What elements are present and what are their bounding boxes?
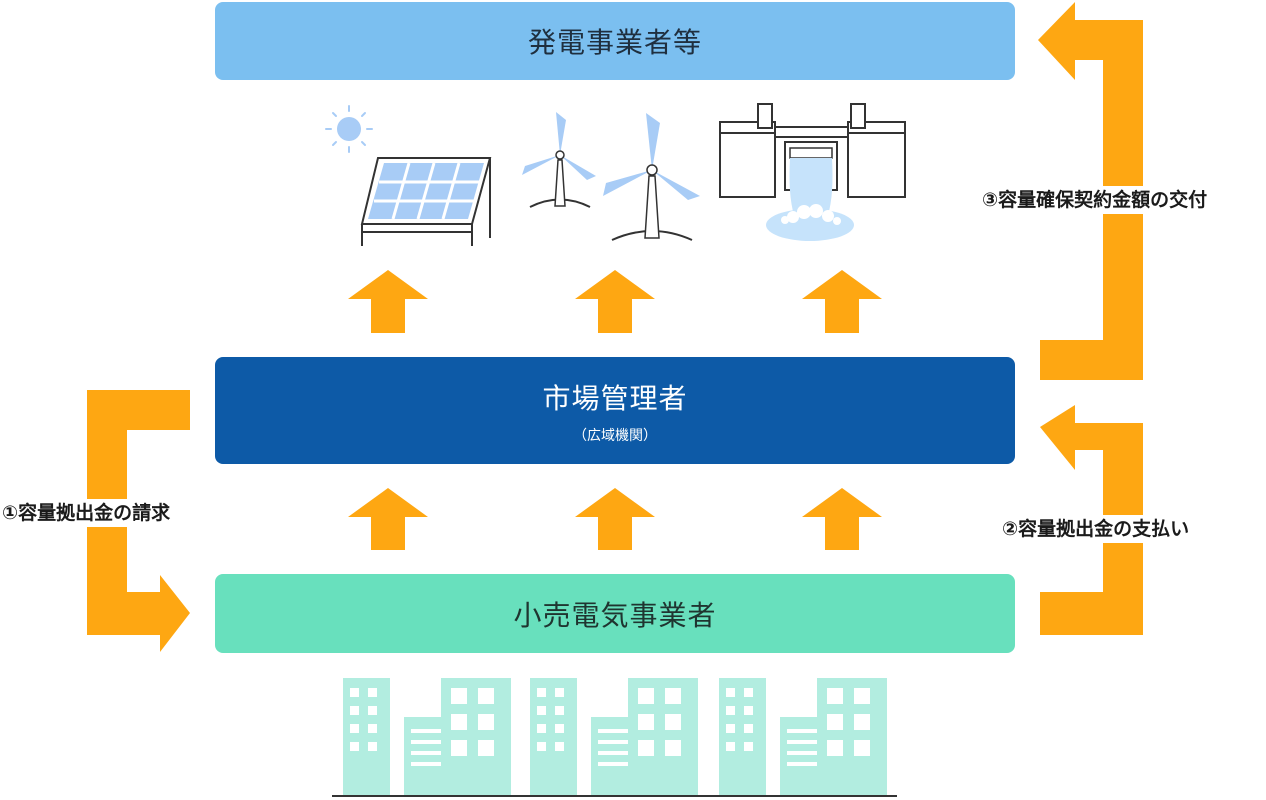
up-arrow-icon — [575, 270, 655, 333]
generators-title: 発電事業者等 — [527, 26, 702, 59]
up-arrow-icon — [802, 270, 882, 333]
delivery-flow-label: ③容量確保契約金額の交付 — [978, 186, 1212, 214]
market-operator-title: 市場管理者 — [542, 381, 688, 415]
delivery-flow-arrow — [1038, 2, 1143, 380]
request-flow-arrow — [87, 390, 190, 652]
up-arrow-icon — [802, 488, 882, 550]
wind-turbine-icon — [603, 113, 700, 241]
market-operator-box: 市場管理者 （広域機関） — [215, 357, 1015, 464]
solar-panel-icon — [360, 157, 492, 246]
up-arrow-icon — [348, 270, 428, 333]
request-flow-label: ①容量拠出金の請求 — [0, 499, 175, 527]
hydro-dam-icon — [719, 103, 906, 241]
payment-flow-arrow — [1040, 405, 1143, 635]
arrows-market-to-generators — [348, 270, 882, 333]
up-arrow-icon — [348, 488, 428, 550]
building-group-1 — [343, 678, 511, 795]
arrows-retail-to-market — [348, 488, 882, 550]
buildings-icon — [332, 678, 897, 797]
wind-turbine-icon — [522, 112, 596, 208]
sun-icon — [325, 105, 373, 153]
up-arrow-icon — [575, 488, 655, 550]
market-operator-subtitle: （広域機関） — [573, 427, 657, 444]
building-group-2 — [530, 678, 698, 795]
building-group-3 — [719, 678, 887, 795]
generators-box: 発電事業者等 — [215, 2, 1015, 80]
retailers-box: 小売電気事業者 — [215, 574, 1015, 653]
retailers-title: 小売電気事業者 — [513, 598, 717, 632]
payment-flow-label: ②容量拠出金の支払い — [998, 515, 1194, 543]
